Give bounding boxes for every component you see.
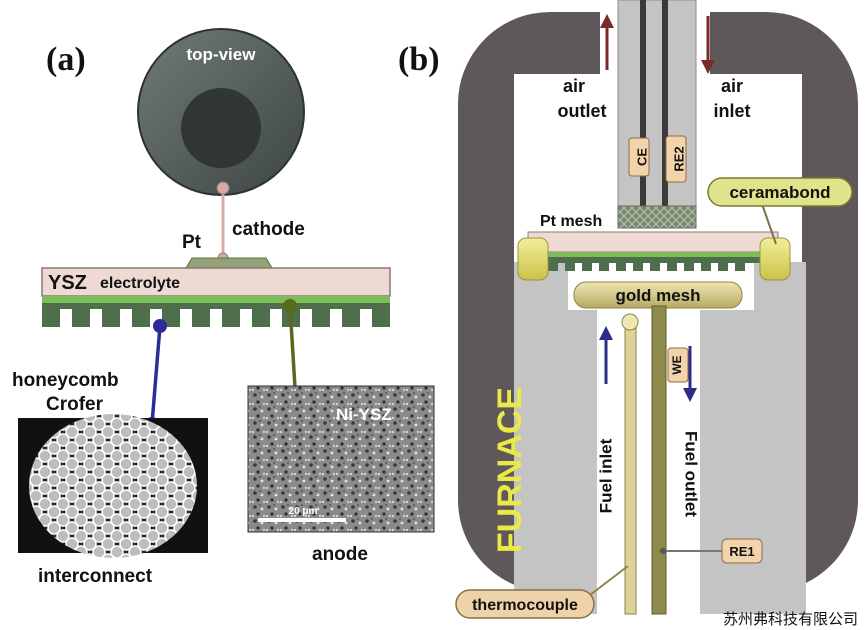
anode-mesh-strip bbox=[42, 296, 390, 303]
interconnect-comb-b bbox=[548, 257, 760, 271]
re2-label: RE2 bbox=[671, 146, 686, 171]
interconnect-lead-wire bbox=[150, 325, 162, 425]
fuel-outlet-label: Fuel outlet bbox=[682, 431, 701, 517]
anode-lead-top-dot bbox=[283, 299, 297, 313]
ni-ysz-photo bbox=[247, 385, 435, 533]
electrolyte-label: electrolyte bbox=[100, 275, 180, 292]
fuel-outlet-arrow-head bbox=[683, 388, 697, 402]
panel-b-label: (b) bbox=[398, 41, 440, 78]
air-inlet-label-line1: air bbox=[721, 76, 743, 96]
cathode-label: cathode bbox=[232, 219, 305, 240]
company-watermark: 苏州弗科技有限公司 bbox=[723, 610, 858, 628]
fuel-inner-wall-left bbox=[545, 310, 597, 614]
comb-tooth bbox=[565, 257, 575, 271]
comb-tooth bbox=[252, 303, 270, 327]
air-tube-lead-right bbox=[662, 0, 668, 222]
fuel-inner-wall-right bbox=[700, 310, 778, 614]
re2-tag bbox=[665, 135, 687, 183]
comb-tooth bbox=[192, 303, 210, 327]
air-outlet-arrow-head bbox=[600, 14, 614, 28]
gold-mesh-label: gold mesh bbox=[615, 286, 700, 305]
ysz-electrolyte bbox=[41, 267, 391, 297]
comb-base bbox=[42, 303, 390, 309]
honeycomb-photo-disc bbox=[29, 414, 197, 558]
we-label: WE bbox=[670, 355, 684, 374]
top-view-disc: top-view bbox=[137, 28, 305, 196]
air-inlet-label-line2: inlet bbox=[713, 101, 750, 121]
anode-strip-b bbox=[528, 252, 778, 257]
top-view-label: top-view bbox=[187, 45, 257, 64]
comb-tooth bbox=[616, 257, 626, 271]
scale-bar bbox=[258, 518, 346, 522]
furnace-label: FURNACE bbox=[491, 387, 529, 553]
ce-label: CE bbox=[634, 148, 649, 166]
thermocouple-callout bbox=[455, 589, 595, 619]
re1-tag bbox=[721, 538, 763, 564]
comb-tooth bbox=[582, 257, 592, 271]
thermocouple-rod bbox=[624, 321, 637, 615]
ceramabond-seal-right bbox=[759, 237, 791, 281]
air-outlet-label-line2: outlet bbox=[558, 101, 607, 121]
ni-ysz-micrograph: Ni-YSZ 20 μm bbox=[247, 385, 435, 533]
comb-tooth bbox=[222, 303, 240, 327]
comb-tooth bbox=[342, 303, 360, 327]
comb-tooth bbox=[667, 257, 677, 271]
comb-tooth bbox=[684, 257, 694, 271]
air-tube bbox=[617, 0, 697, 223]
re1-leader-dot bbox=[660, 548, 666, 554]
we-rod bbox=[651, 305, 667, 615]
comb-tooth bbox=[735, 257, 745, 271]
fuel-inlet-label: Fuel inlet bbox=[596, 438, 615, 513]
honeycomb-interconnect-comb bbox=[42, 303, 390, 327]
comb-tooth bbox=[162, 303, 180, 327]
ysz-label: YSZ bbox=[48, 272, 87, 294]
comb-tooth bbox=[548, 257, 558, 271]
comb-tooth bbox=[650, 257, 660, 271]
anode-label: anode bbox=[312, 544, 368, 565]
comb-tooth bbox=[718, 257, 728, 271]
pt-label: Pt bbox=[182, 232, 202, 253]
comb-tooth bbox=[72, 303, 90, 327]
pt-mesh-label: Pt mesh bbox=[540, 213, 602, 230]
pt-lead-top-dot bbox=[216, 181, 230, 195]
panel-a-label: (a) bbox=[46, 41, 86, 78]
we-tag bbox=[667, 347, 689, 383]
re1-label: RE1 bbox=[729, 544, 754, 559]
ceramabond-label: ceramabond bbox=[729, 183, 830, 202]
ceramabond-seal-left bbox=[517, 237, 549, 281]
pt-mesh-block bbox=[617, 205, 697, 229]
honeycomb-micrograph bbox=[18, 414, 208, 558]
comb-tooth bbox=[372, 303, 390, 327]
air-inlet-arrow-head bbox=[701, 60, 715, 74]
comb-tooth bbox=[599, 257, 609, 271]
comb-tooth bbox=[42, 303, 60, 327]
interconnect-label: interconnect bbox=[38, 566, 153, 587]
air-tube-lead-left bbox=[640, 0, 646, 222]
thermocouple-label: thermocouple bbox=[472, 597, 578, 614]
interconnect-lead-top-dot bbox=[153, 319, 167, 333]
comb-tooth bbox=[701, 257, 711, 271]
comb-tooth bbox=[633, 257, 643, 271]
comb-tooth bbox=[312, 303, 330, 327]
scale-bar-label: 20 μm bbox=[289, 506, 318, 517]
cathode-spot bbox=[181, 88, 261, 168]
comb-tooth bbox=[102, 303, 120, 327]
ceramabond-leader bbox=[761, 203, 777, 245]
honeycomb-label: honeycomb bbox=[12, 370, 119, 391]
thermocouple-leader bbox=[589, 565, 629, 596]
cathode-layer bbox=[185, 257, 273, 269]
cell-electrolyte-b bbox=[527, 231, 779, 253]
ceramabond-callout bbox=[707, 177, 853, 207]
niysz-label: Ni-YSZ bbox=[336, 405, 392, 424]
comb-tooth bbox=[132, 303, 150, 327]
fuel-inlet-arrow-head bbox=[599, 326, 613, 340]
air-outlet-label-line1: air bbox=[563, 76, 585, 96]
thermocouple-tip bbox=[621, 313, 639, 331]
ce-tag bbox=[628, 137, 650, 177]
crofer-label: Crofer bbox=[46, 394, 104, 415]
